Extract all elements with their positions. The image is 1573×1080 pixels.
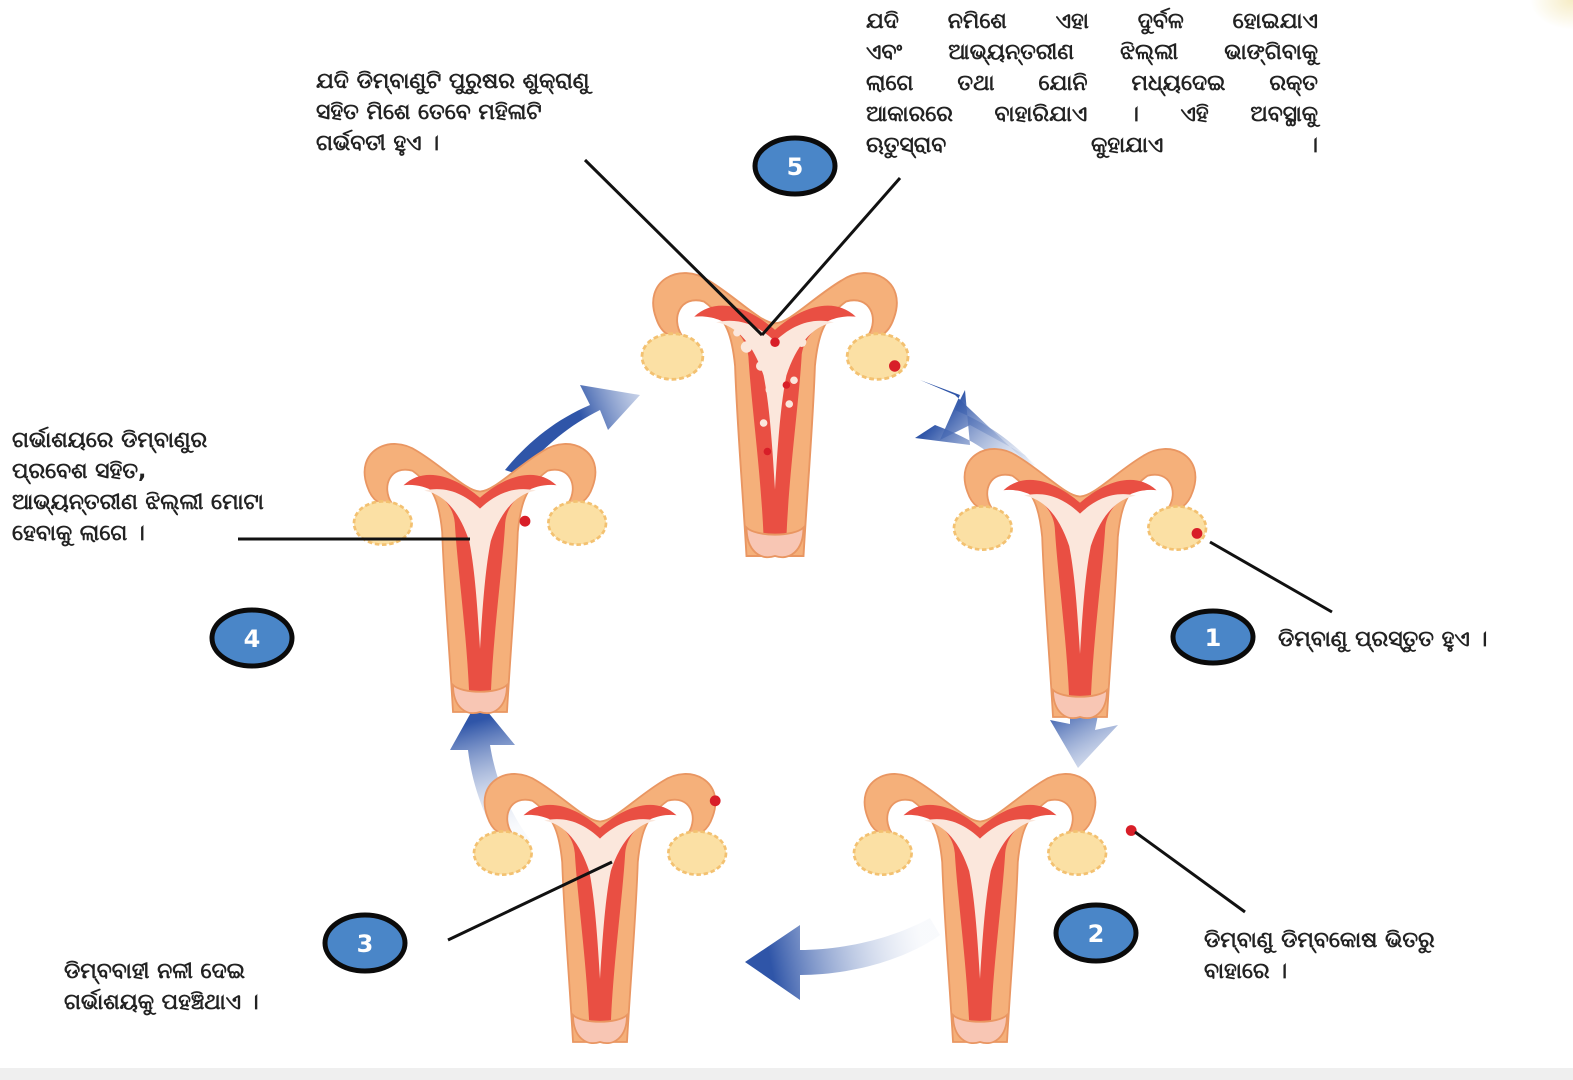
uterus-illustration-top bbox=[642, 273, 908, 557]
step-badge-1: 1 bbox=[1173, 611, 1253, 663]
step-badge-4: 4 bbox=[212, 610, 292, 666]
caption-step5-menstruation: ଯଦି ନମିଶେ ଏହା ଦୁର୍ବଳ ହୋଇଯାଏ ଏବଂ ଆଭ୍ୟନ୍ତର… bbox=[866, 6, 1318, 161]
caption-step2: ଡିମ୍ବାଣୁ ଡିମ୍ବକୋଷ ଭିତରୁ ବାହାରେ । bbox=[1204, 925, 1494, 987]
leader-line-step2 bbox=[1135, 832, 1245, 912]
caption-step3: ଡିମ୍ବବାହୀ ନଳୀ ଦେଇ ଗର୍ଭାଶୟକୁ ପହଞ୍ଚିଥାଏ । bbox=[64, 956, 364, 1018]
ovum-icon bbox=[1126, 825, 1137, 836]
step-badge-2: 2 bbox=[1056, 905, 1136, 961]
caption-step1: ଡିମ୍ବାଣୁ ପ୍ରସ୍ତୁତ ହୁଏ । bbox=[1278, 624, 1528, 655]
step-number-5: 5 bbox=[787, 153, 804, 181]
cycle-arrow-icon bbox=[745, 918, 940, 1000]
ovum-icon bbox=[710, 795, 721, 806]
uterus-illustration-step4 bbox=[354, 444, 606, 713]
ovum-icon bbox=[1192, 528, 1203, 539]
uterus-illustration-step1 bbox=[954, 449, 1206, 718]
ovum-icon bbox=[520, 516, 531, 527]
corner-decoration bbox=[1530, 0, 1573, 30]
step-number-2: 2 bbox=[1088, 920, 1105, 948]
caption-pregnancy: ଯଦି ଡିମ୍ବାଣୁଟି ପୁରୁଷର ଶୁକ୍ରାଣୁ ସହିତ ମିଶେ… bbox=[316, 66, 666, 159]
footer-strip bbox=[0, 1068, 1573, 1080]
step-number-1: 1 bbox=[1205, 624, 1222, 652]
leader-line-step1 bbox=[1210, 542, 1332, 612]
caption-step4: ଗର୍ଭାଶୟରେ ଡିମ୍ବାଣୁର ପ୍ରବେଶ ସହିତ, ଆଭ୍ୟନ୍ତ… bbox=[12, 425, 312, 549]
step-number-3: 3 bbox=[357, 930, 374, 958]
step-number-4: 4 bbox=[244, 625, 261, 653]
ovum-icon bbox=[889, 360, 900, 371]
step-badge-5: 5 bbox=[755, 138, 835, 194]
